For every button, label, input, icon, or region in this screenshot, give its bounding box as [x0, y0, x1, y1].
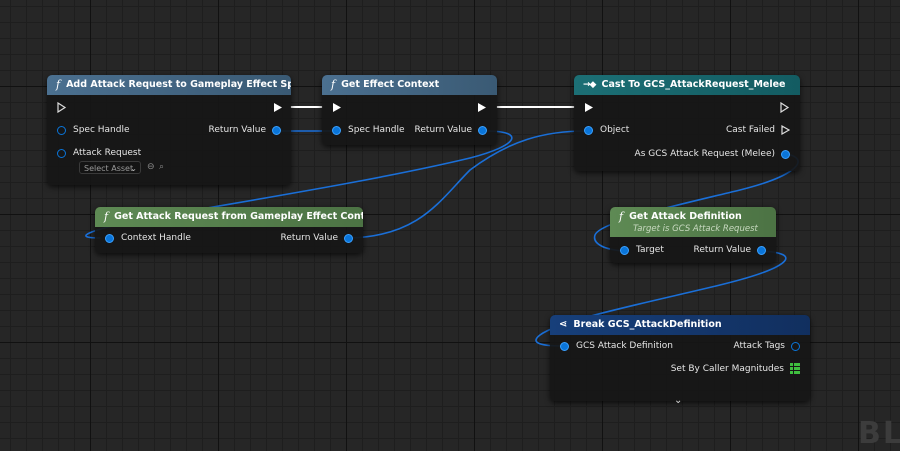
node-title: Break GCS_AttackDefinition [573, 319, 722, 330]
node-title: Get Attack Definition [629, 211, 742, 222]
pin-set-by-caller[interactable]: Set By Caller Magnitudes [671, 363, 800, 375]
pin-attack-tags[interactable]: Attack Tags [733, 341, 800, 351]
pin-label: As GCS Attack Request (Melee) [634, 149, 775, 159]
exec-in-icon[interactable] [57, 102, 67, 113]
node-header[interactable]: →◆ Cast To GCS_AttackRequest_Melee [574, 75, 800, 95]
node-header[interactable]: f Get Attack Request from Gameplay Effec… [95, 207, 363, 227]
pin-circle-icon [344, 233, 353, 243]
function-icon: f [104, 210, 109, 223]
pin-label: Spec Handle [348, 125, 405, 135]
pin-circle-icon [620, 245, 629, 255]
node-header[interactable]: ⋖ Break GCS_AttackDefinition [550, 315, 810, 335]
pin-attack-request[interactable]: Attack Request [57, 148, 141, 158]
search-icon[interactable]: ⌕ [159, 162, 165, 172]
pin-label: GCS Attack Definition [576, 341, 674, 351]
function-icon: f [56, 78, 61, 91]
wire-context-return [349, 130, 587, 239]
pin-circle-icon [57, 148, 66, 158]
pin-context-handle[interactable]: Context Handle [105, 233, 191, 243]
exec-out-icon[interactable] [273, 102, 283, 113]
function-icon: f [331, 78, 336, 91]
pin-target[interactable]: Target [620, 245, 664, 255]
pin-label: Target [636, 245, 664, 255]
node-title: Get Attack Request from Gameplay Effect … [114, 211, 363, 222]
pin-label: Spec Handle [73, 125, 130, 135]
pin-label: Return Value [693, 245, 751, 255]
pin-circle-icon [560, 341, 569, 351]
pin-circle-icon [272, 125, 281, 135]
pin-cast-failed[interactable]: Cast Failed [726, 125, 790, 135]
node-title: Add Attack Request to Gameplay Effect Sp… [66, 79, 291, 90]
node-title: Cast To GCS_AttackRequest_Melee [601, 79, 786, 90]
node-cast-to[interactable]: →◆ Cast To GCS_AttackRequest_Melee Objec… [574, 75, 800, 171]
exec-in-icon[interactable] [332, 102, 342, 113]
expand-chevron-icon[interactable]: ⌄ [674, 395, 683, 406]
select-asset-dropdown[interactable]: Select Asset ⌄ [79, 161, 141, 174]
node-get-attack-definition[interactable]: f Get Attack Definition Target is GCS At… [610, 207, 776, 263]
function-icon: f [619, 210, 624, 223]
exec-out-hollow-icon [781, 125, 790, 135]
browse-asset-icon[interactable]: ⊖ [147, 162, 155, 172]
node-break-attack-definition[interactable]: ⋖ Break GCS_AttackDefinition GCS Attack … [550, 315, 810, 406]
exec-in-icon[interactable] [584, 102, 594, 113]
pin-spec-handle[interactable]: Spec Handle [332, 125, 405, 135]
pin-return-value[interactable]: Return Value [415, 125, 487, 135]
pin-return-value[interactable]: Return Value [281, 233, 353, 243]
pin-label: Set By Caller Magnitudes [670, 364, 784, 374]
pin-label: Return Value [208, 125, 266, 135]
pin-circle-icon [478, 125, 487, 135]
chevron-down-icon: ⌄ [130, 164, 137, 173]
node-title: Get Effect Context [341, 79, 440, 90]
select-asset-label: Select Asset [84, 164, 134, 173]
node-get-effect-context[interactable]: f Get Effect Context Spec Handle Return … [322, 75, 497, 145]
node-header[interactable]: f Add Attack Request to Gameplay Effect … [47, 75, 291, 95]
pin-label: Cast Failed [726, 125, 775, 135]
break-struct-icon: ⋖ [559, 319, 568, 330]
pin-circle-icon [757, 245, 766, 255]
pin-object[interactable]: Object [584, 125, 629, 135]
pin-label: Context Handle [121, 233, 191, 243]
pin-circle-icon [584, 125, 593, 135]
node-header[interactable]: f Get Attack Definition Target is GCS At… [610, 207, 776, 237]
pin-return-value[interactable]: Return Value [694, 245, 766, 255]
pin-spec-handle[interactable]: Spec Handle [57, 125, 130, 135]
map-grid-icon [790, 363, 800, 375]
pin-label: Attack Tags [733, 341, 785, 351]
node-header[interactable]: f Get Effect Context [322, 75, 497, 95]
pin-circle-icon [332, 125, 341, 135]
pin-circle-icon [781, 149, 790, 159]
node-add-attack-request[interactable]: f Add Attack Request to Gameplay Effect … [47, 75, 291, 185]
pin-circle-icon [105, 233, 114, 243]
exec-out-icon[interactable] [780, 102, 790, 113]
watermark: BL [858, 416, 900, 451]
node-get-attack-request-from-context[interactable]: f Get Attack Request from Gameplay Effec… [95, 207, 363, 253]
pin-attack-definition[interactable]: GCS Attack Definition [560, 341, 673, 351]
pin-circle-icon [791, 341, 800, 351]
pin-label: Object [600, 125, 630, 135]
exec-out-icon[interactable] [477, 102, 487, 113]
pin-as-output[interactable]: As GCS Attack Request (Melee) [635, 149, 790, 159]
pin-circle-icon [57, 125, 66, 135]
pin-label: Attack Request [73, 148, 142, 158]
pin-return-value[interactable]: Return Value [209, 125, 281, 135]
pin-label: Return Value [280, 233, 338, 243]
pin-label: Return Value [414, 125, 472, 135]
node-subtitle: Target is GCS Attack Request [633, 224, 758, 234]
cast-icon: →◆ [583, 80, 597, 90]
